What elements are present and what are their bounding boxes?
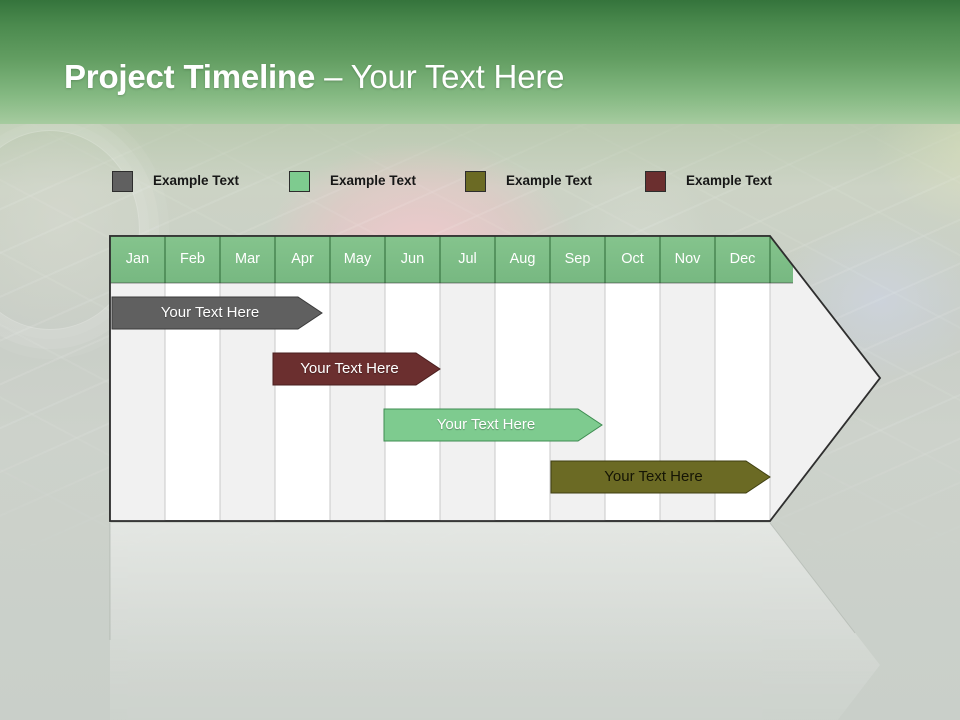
legend-swatch-olive-icon (465, 170, 486, 192)
page-title-rest: – Your Text Here (315, 58, 565, 95)
month-label-apr: Apr (291, 251, 314, 267)
month-label-jul: Jul (458, 251, 477, 267)
month-label-aug: Aug (509, 251, 536, 267)
bar-label-olive: Your Text Here (604, 468, 703, 485)
bar-label-gray: Your Text Here (160, 304, 260, 321)
legend-label-3: Example Text (506, 173, 593, 189)
month-label-dec: Dec (729, 251, 756, 267)
month-label-nov: Nov (674, 251, 701, 267)
month-label-sep: Sep (564, 251, 591, 267)
month-label-jan: Jan (125, 251, 150, 267)
bar-label-green: Your Text Here (436, 416, 536, 433)
page-title: Project Timeline – Your Text Here (64, 58, 564, 96)
legend-swatch-gray-icon (112, 170, 133, 192)
legend-label-2: Example Text (330, 173, 417, 189)
legend: Example Text Example Text Example Text E… (0, 168, 960, 194)
legend-item-4[interactable]: Example Text (645, 168, 772, 194)
legend-swatch-green-icon (289, 170, 310, 192)
legend-item-1[interactable]: Example Text (112, 168, 239, 194)
legend-label-4: Example Text (686, 173, 773, 189)
month-label-jun: Jun (400, 251, 425, 267)
legend-swatch-darkred-icon (645, 170, 666, 192)
bar-label-red: Your Text Here (300, 360, 399, 377)
month-label-mar: Mar (235, 251, 260, 267)
title-band (0, 0, 960, 124)
legend-label-1: Example Text (153, 173, 240, 189)
legend-item-2[interactable]: Example Text (289, 168, 416, 194)
legend-item-3[interactable]: Example Text (465, 168, 592, 194)
month-label-oct: Oct (621, 251, 644, 267)
month-label-feb: Feb (180, 251, 205, 267)
page-title-bold: Project Timeline (64, 58, 316, 95)
month-label-may: May (343, 251, 372, 267)
